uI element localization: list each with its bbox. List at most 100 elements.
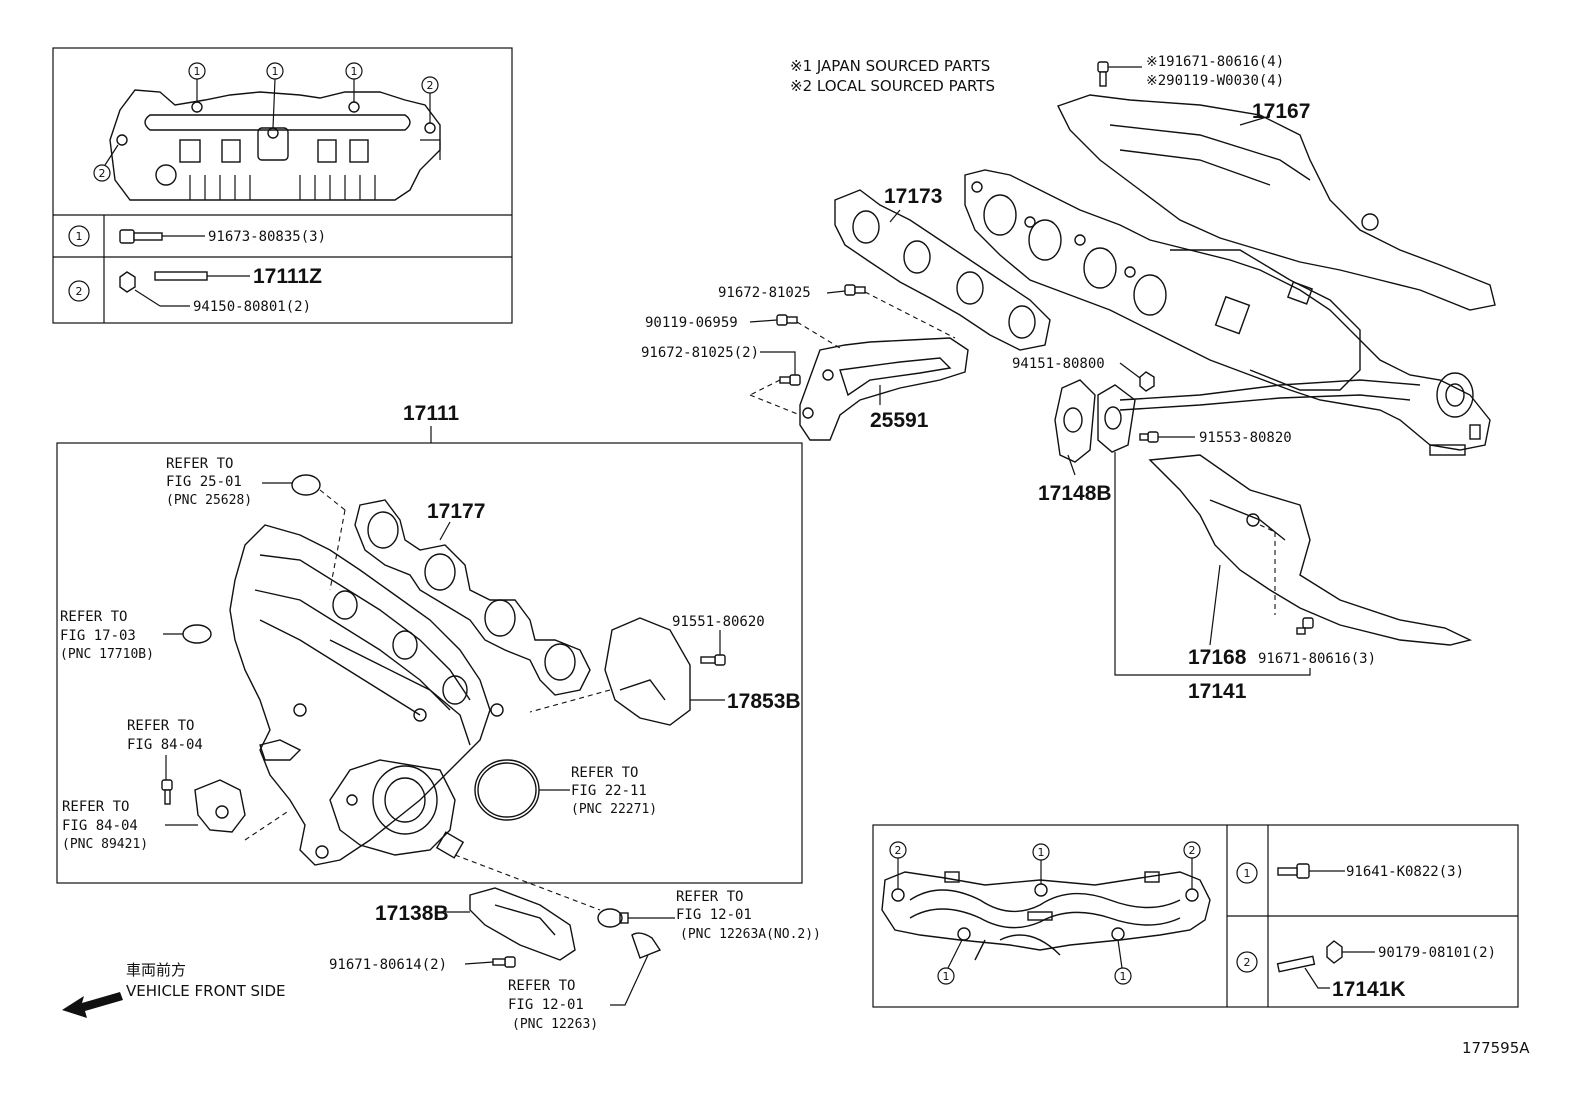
exhaust-flange-drawing (881, 871, 1211, 961)
callout-number: 1 (1038, 846, 1045, 859)
refer-fig-17-03-pnc: (PNC 17710B) (60, 647, 154, 662)
bolt-icon (776, 314, 788, 326)
insulator-17853B (529, 617, 725, 726)
callout-1-circle (188, 62, 206, 80)
refer-fig-84-04-b-link[interactable]: FIG 84-04 (62, 818, 138, 834)
heat-insulator-17167 (1057, 94, 1496, 311)
callout-number: 2 (427, 79, 434, 92)
note-local-sourced: ※2 LOCAL SOURCED PARTS (790, 77, 995, 95)
nut-icon (1326, 940, 1343, 964)
insulator-17138B (445, 887, 576, 961)
part-number-90119-W0030[interactable]: ※290119-W0030(4) (1146, 73, 1284, 89)
nut-icon (119, 271, 136, 293)
refer-fig-25-01-pnc: (PNC 25628) (166, 493, 252, 508)
part-number-91672-81025-2[interactable]: 91672-81025(2) (641, 345, 759, 361)
refer-fig-12-01-a-pnc: (PNC 12263A(NO.2)) (680, 927, 821, 942)
callout-1-circle (345, 62, 363, 80)
part-number-17141[interactable]: 17141 (1188, 680, 1247, 703)
hose-clamp-12263A (454, 854, 675, 928)
callout-1-circle (266, 62, 284, 80)
bolt-icon (789, 374, 801, 386)
part-number-17853B[interactable]: 17853B (727, 690, 801, 713)
intake-manifold-17111 (229, 524, 491, 866)
part-number-17111[interactable]: 17111 (403, 402, 459, 425)
callout-number: 2 (1189, 844, 1196, 857)
refer-fig-84-04-b-line1: REFER TO (62, 799, 129, 815)
note-japan-sourced: ※1 JAPAN SOURCED PARTS (790, 57, 990, 75)
part-number-91641-K0822[interactable]: 91641-K0822(3) (1346, 864, 1464, 880)
callout-number: 1 (194, 65, 201, 78)
part-number-91673-80835[interactable]: 91673-80835(3) (208, 229, 326, 245)
cylinder-head-flange-drawing (109, 89, 441, 201)
part-number-17177[interactable]: 17177 (427, 500, 485, 523)
callout-2-circle (421, 76, 439, 94)
bolt-icon (1277, 863, 1310, 879)
part-number-91671-80616-3[interactable]: 91671-80616(3) (1258, 651, 1376, 667)
part-number-91671-80616-4[interactable]: ※191671-80616(4) (1146, 54, 1284, 70)
part-number-17138B[interactable]: 17138B (375, 902, 449, 925)
vehicle-front-label: VEHICLE FRONT SIDE (126, 982, 286, 1000)
inset-top-left: 1 1 1 2 2 1 91673-80835(3) 2 17111Z 9415… (52, 47, 513, 324)
part-number-17173[interactable]: 17173 (884, 185, 942, 208)
refer-fig-17-03-line1: REFER TO (60, 609, 127, 625)
part-number-90179-08101[interactable]: 90179-08101(2) (1378, 945, 1496, 961)
refer-fig-12-01-a-link[interactable]: FIG 12-01 (676, 907, 752, 923)
row1-callout-circle (68, 225, 90, 247)
bracket-bolts: 91672-81025 90119-06959 91672-81025(2) (641, 284, 956, 416)
vehicle-front-arrow-icon (62, 992, 123, 1018)
sensor-89421 (161, 755, 291, 841)
callout-number: 1 (1120, 970, 1127, 983)
stud-bolt-icon (1276, 955, 1316, 973)
bolt-icon (1147, 431, 1159, 443)
row1-callout-number: 1 (1244, 867, 1251, 880)
inset-tl-callouts: 1 1 1 2 2 (93, 62, 439, 182)
row2-callout-circle (68, 280, 90, 302)
part-number-17148B[interactable]: 17148B (1038, 482, 1112, 505)
vehicle-front-japanese: 車両前方 (126, 961, 186, 979)
diagram-id: 177595A (1462, 1039, 1530, 1057)
gasket-22271 (474, 759, 570, 821)
exhaust-assembly: ※191671-80616(4) ※290119-W0030(4) 17167 (964, 54, 1496, 456)
refer-fig-22-11-pnc: (PNC 22271) (571, 802, 657, 817)
part-number-17111Z[interactable]: 17111Z (253, 265, 322, 288)
callout-number: 2 (99, 167, 106, 180)
part-number-17168[interactable]: 17168 (1188, 646, 1247, 669)
hose-12263 (610, 932, 662, 1006)
exhaust-pipe-gasket-17148B: 17148B 94151-80800 91553-80820 (1012, 356, 1292, 505)
row2-callout-number: 2 (76, 285, 83, 298)
row2-callout-number: 2 (1244, 956, 1251, 969)
part-number-94150-80801[interactable]: 94150-80801(2) (193, 299, 311, 315)
heat-insulator-17168: 17168 91671-80616(3) 17141 (1114, 452, 1473, 703)
bolt-icon (844, 284, 856, 296)
o-ring-25628 (262, 474, 346, 591)
intake-gasket-17177: 17177 (354, 499, 591, 696)
part-number-94151-80800[interactable]: 94151-80800 (1012, 356, 1105, 372)
refer-fig-84-04-a-line1: REFER TO (127, 718, 194, 734)
part-number-25591[interactable]: 25591 (870, 409, 929, 432)
bracket-25591: 25591 (799, 337, 969, 441)
bolt-icon (1097, 61, 1109, 87)
refer-fig-25-01-link[interactable]: FIG 25-01 (166, 474, 242, 490)
bolt-icon (700, 654, 726, 666)
part-number-91671-80614[interactable]: 91671-80614(2) (329, 957, 447, 973)
callout-number: 2 (895, 844, 902, 857)
part-number-90119-06959[interactable]: 90119-06959 (645, 315, 738, 331)
callout-2-circle (93, 164, 111, 182)
refer-fig-17-03-link[interactable]: FIG 17-03 (60, 628, 136, 644)
part-number-17167[interactable]: 17167 (1252, 100, 1310, 123)
part-number-91672-81025[interactable]: 91672-81025 (718, 285, 811, 301)
refer-fig-84-04-b-pnc: (PNC 89421) (62, 837, 148, 852)
refer-fig-84-04-a-link[interactable]: FIG 84-04 (127, 737, 203, 753)
row1-callout-number: 1 (76, 230, 83, 243)
bolt-icon (492, 956, 516, 968)
refer-fig-12-01-b-link[interactable]: FIG 12-01 (508, 997, 584, 1013)
bolt-icon (161, 779, 173, 791)
exhaust-gasket-17173: 17173 (834, 185, 1051, 351)
part-number-91551-80620[interactable]: 91551-80620 (672, 614, 765, 630)
bolt-icon (1302, 617, 1314, 629)
part-number-17141K[interactable]: 17141K (1332, 978, 1406, 1001)
refer-fig-22-11-link[interactable]: FIG 22-11 (571, 783, 647, 799)
intake-manifold-box: 17111 (56, 402, 803, 884)
part-number-91553-80820[interactable]: 91553-80820 (1199, 430, 1292, 446)
